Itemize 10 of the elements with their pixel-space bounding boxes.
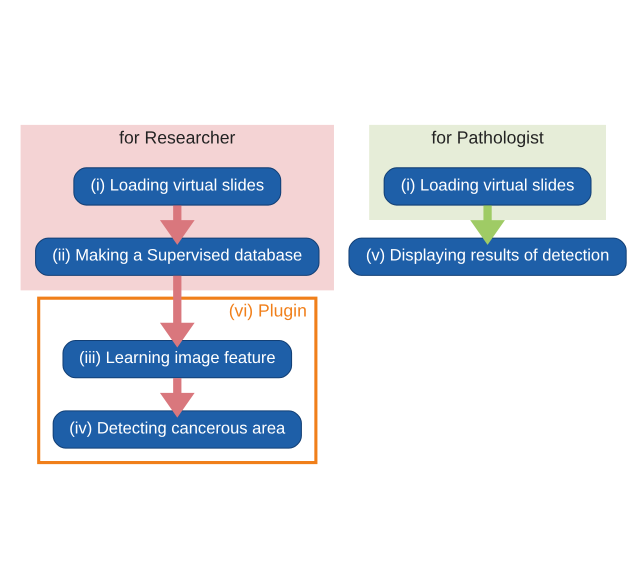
arrow <box>160 204 195 244</box>
node-box: (v) Displaying results of detection <box>348 237 627 276</box>
node-box: (ii) Making a Supervised database <box>35 237 320 276</box>
node-box: (i) Loading virtual slides <box>384 166 592 206</box>
arrow <box>470 204 505 244</box>
node-box: (iii) Learning image feature <box>62 340 292 378</box>
arrow <box>160 378 195 418</box>
arrow <box>160 275 195 348</box>
node-box: (iv) Detecting cancerous area <box>52 410 302 448</box>
node-box: (i) Loading virtual slides <box>73 166 282 206</box>
